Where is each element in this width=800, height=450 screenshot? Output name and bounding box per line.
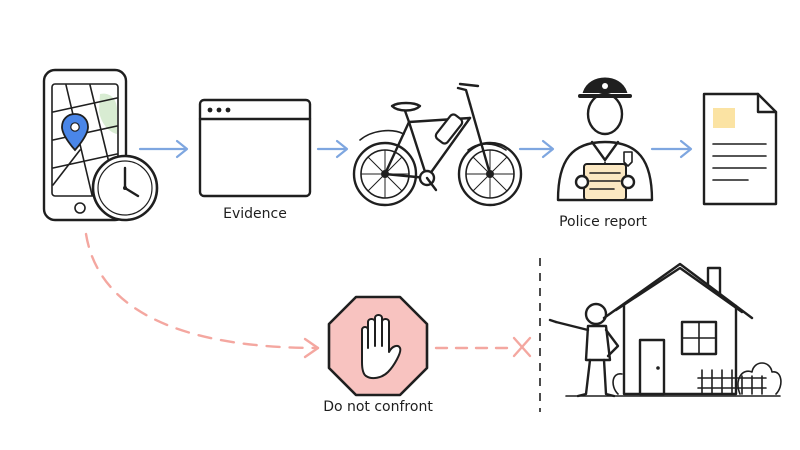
pointing-person-icon xyxy=(548,302,620,398)
police-report-label: Police report xyxy=(559,214,647,230)
stop-hand-icon xyxy=(327,295,429,397)
flow-arrow-1 xyxy=(138,139,189,159)
police-officer-icon xyxy=(556,77,654,202)
blocked-path xyxy=(434,336,532,358)
x-mark-icon xyxy=(512,336,532,358)
house-icon xyxy=(565,262,782,397)
document-icon xyxy=(702,92,778,206)
map-pin-icon xyxy=(61,113,89,152)
do-not-confront-label: Do not confront xyxy=(323,399,433,415)
evidence-label: Evidence xyxy=(223,206,287,222)
clock-icon xyxy=(91,154,159,222)
flow-arrow-3 xyxy=(518,139,555,159)
map-park-area xyxy=(99,93,117,134)
flow-arrow-4 xyxy=(650,139,693,159)
e-bike-icon xyxy=(352,82,523,207)
browser-window-icon xyxy=(198,98,312,198)
caution-path-arrow xyxy=(84,232,320,359)
flow-arrow-2 xyxy=(316,139,349,159)
